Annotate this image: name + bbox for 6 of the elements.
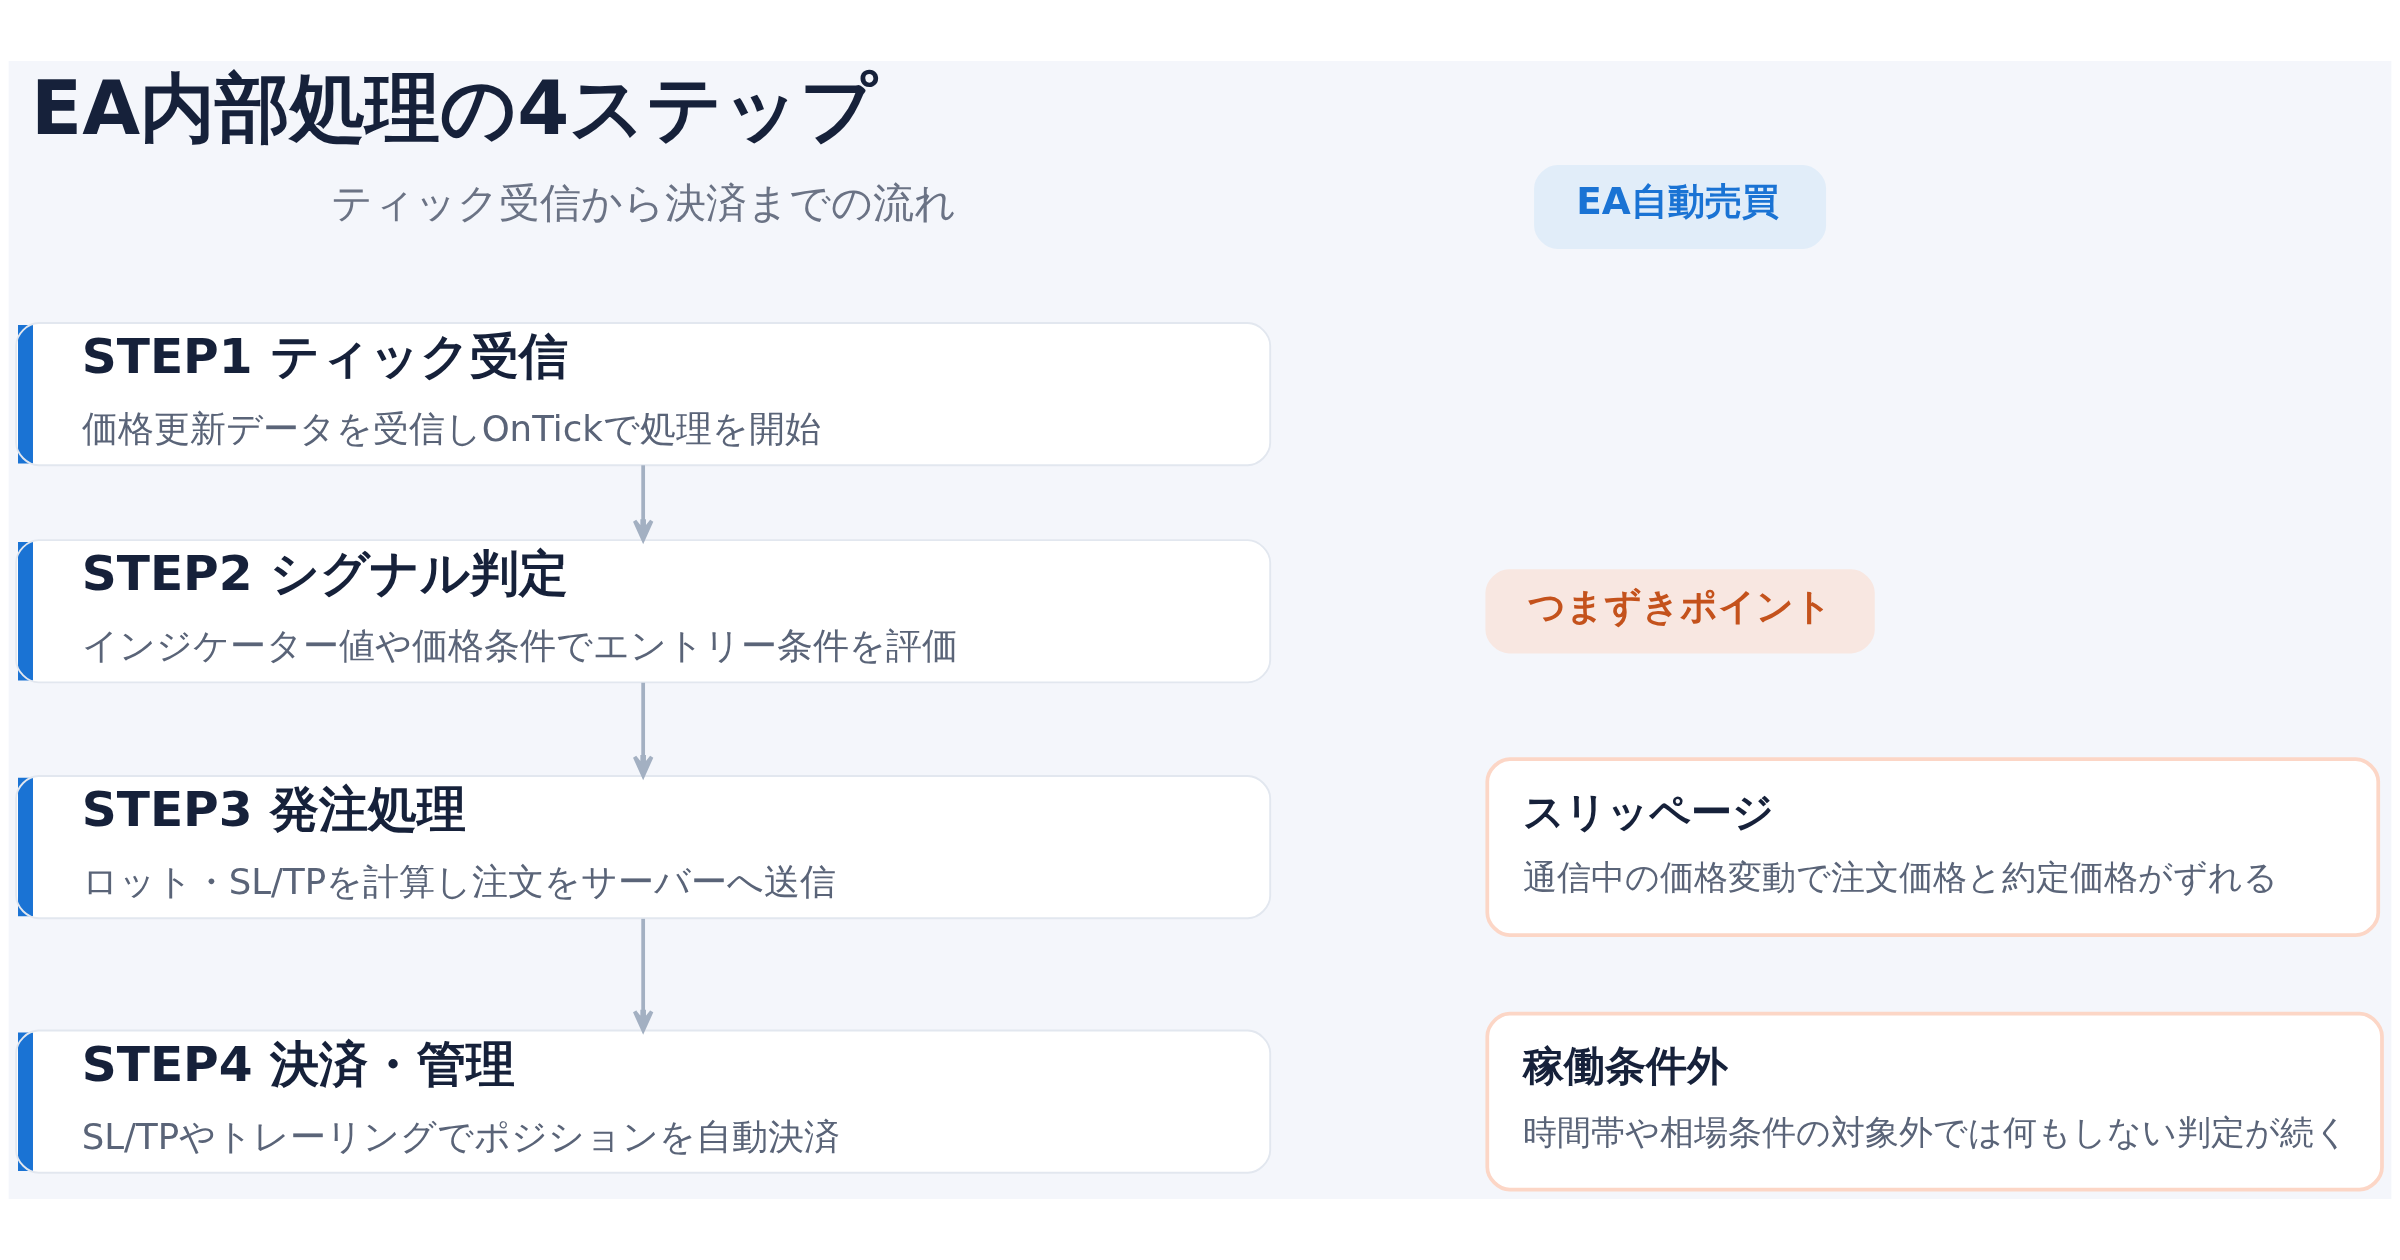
node-box: つまずきポイント [1485,569,1875,654]
label: ティック受信から決済までの流れ [330,179,956,228]
arrow [632,465,654,542]
arrow [632,682,654,778]
arrow [632,918,654,1033]
diagram-title: EA内部処理の4ステップ [31,65,878,152]
